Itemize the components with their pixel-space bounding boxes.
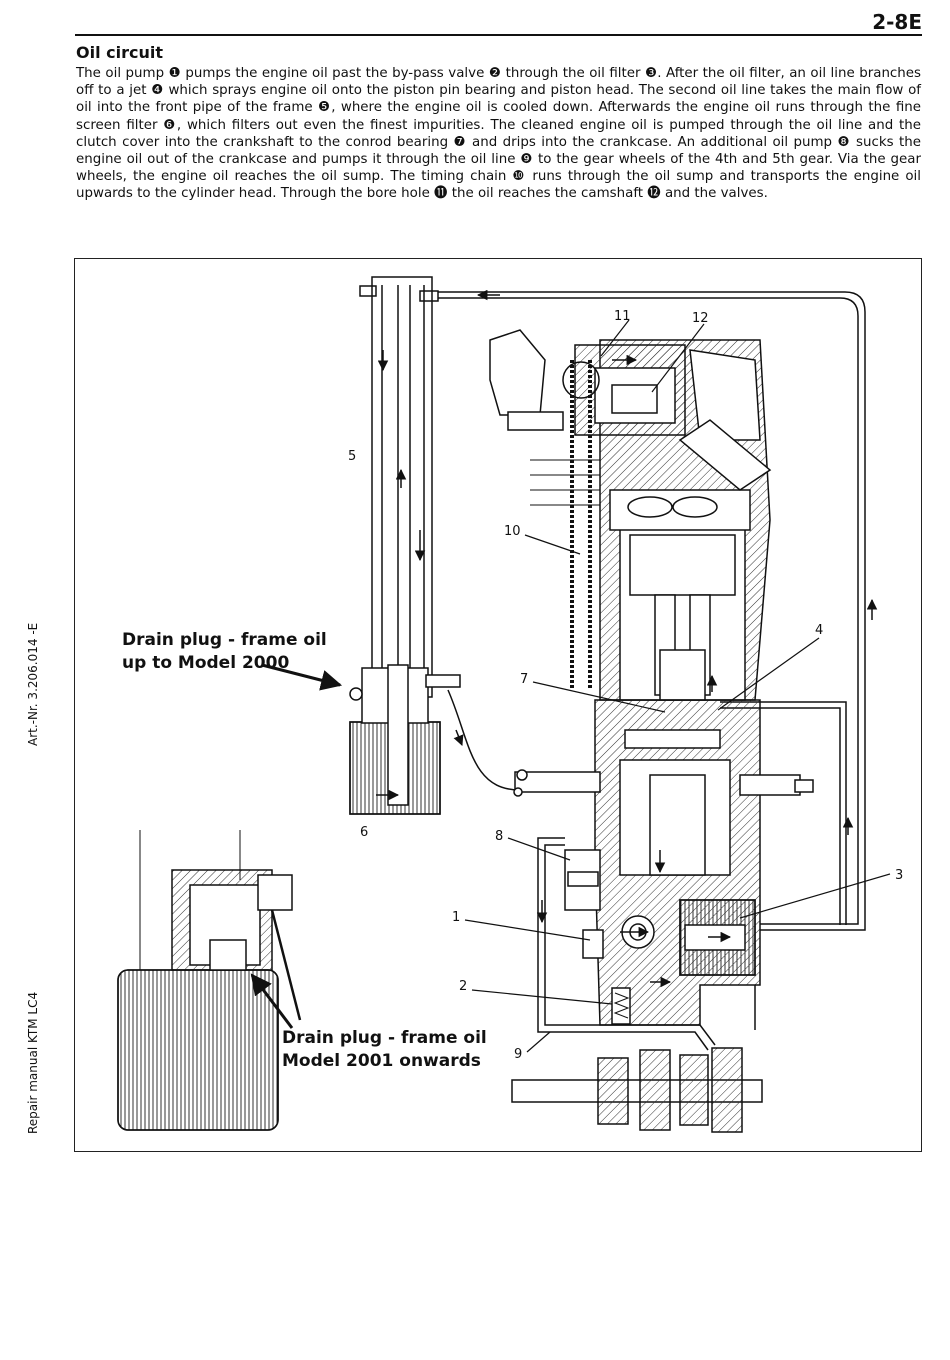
callout-9: 9 <box>514 1047 522 1062</box>
drain-plug-new-label-line1: Drain plug - frame oil <box>282 1028 487 1048</box>
timing-chain <box>562 360 600 690</box>
callout-3: 3 <box>895 868 903 883</box>
gear-shaft <box>511 1047 763 1133</box>
callout-1: 1 <box>452 910 460 925</box>
callout-10: 10 <box>504 524 521 539</box>
callout-8: 8 <box>495 829 503 844</box>
crankcase <box>513 699 814 1026</box>
callout-2: 2 <box>459 979 467 994</box>
callout-7: 7 <box>520 672 528 687</box>
drain-plug-pointers <box>250 663 343 1029</box>
drain-plug-old-label-line2: up to Model 2000 <box>122 653 289 673</box>
fine-screen-filter <box>349 664 461 815</box>
page-number: 2-8E <box>872 10 922 34</box>
drain-plug-new-label-line2: Model 2001 onwards <box>282 1051 481 1071</box>
callout-12: 12 <box>692 311 709 326</box>
drain-plug-old-label-line1: Drain plug - frame oil <box>122 630 327 650</box>
frame-front-pipe <box>359 276 439 698</box>
callout-4: 4 <box>815 623 823 638</box>
oil-circuit-figure-frame <box>74 258 922 1152</box>
oil-line-to-clutch <box>447 689 521 791</box>
callout-leaders <box>464 319 891 1053</box>
callout-6: 6 <box>360 825 368 840</box>
oil-circuit-description: The oil pump ❶ pumps the engine oil past… <box>76 66 921 202</box>
drain-plug-detail-inset <box>117 830 302 1131</box>
section-title: Oil circuit <box>76 43 164 62</box>
gearbox-oil-line <box>536 837 756 1051</box>
callout-11: 11 <box>614 309 631 324</box>
header-rule <box>75 34 922 36</box>
callout-5: 5 <box>348 449 356 464</box>
cylinder-head <box>489 329 772 506</box>
